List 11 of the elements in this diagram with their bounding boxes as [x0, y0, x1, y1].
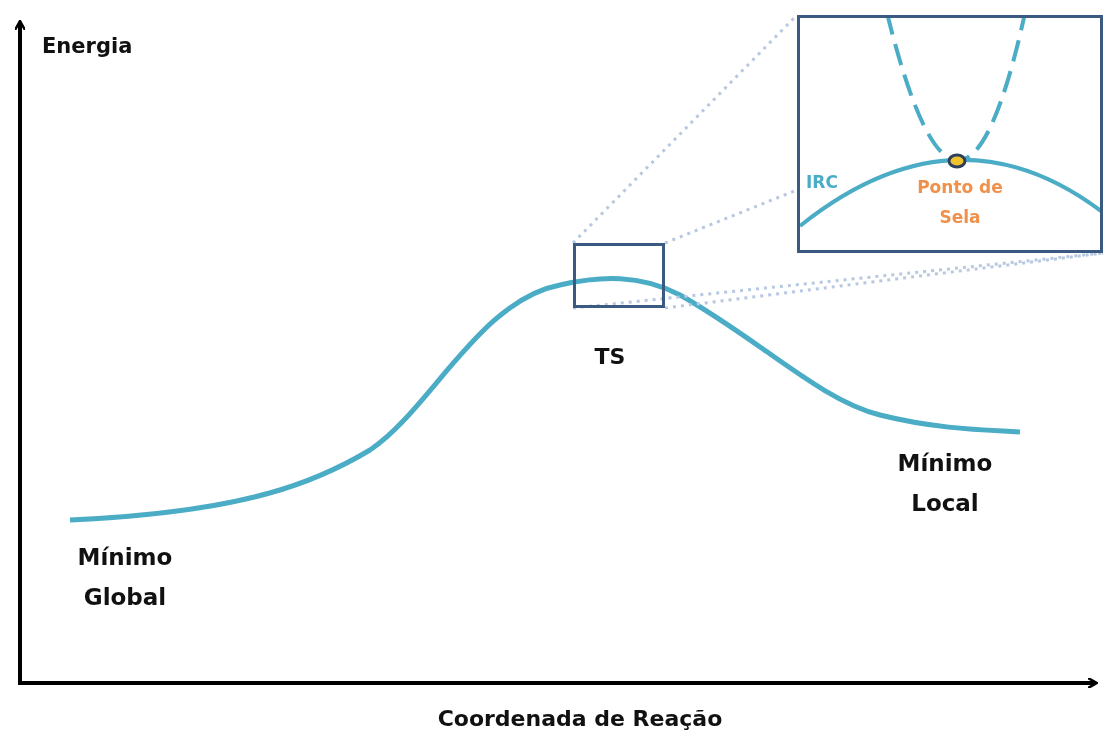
point-label: TS	[593, 343, 627, 371]
zoom-frame	[573, 243, 665, 308]
zoom-guide-line	[664, 188, 798, 245]
zoom-guide-line	[664, 251, 1103, 310]
curve-label: IRC	[806, 171, 839, 194]
zoom-guide-line	[572, 251, 1103, 310]
point-label: Mínimo Global	[76, 543, 174, 613]
point-label: Mínimo Local	[896, 449, 994, 519]
axis-title: Energia	[42, 33, 134, 60]
axis-title: Coordenada de Reação	[436, 705, 724, 733]
point-label: Ponto de Sela	[916, 176, 1004, 229]
